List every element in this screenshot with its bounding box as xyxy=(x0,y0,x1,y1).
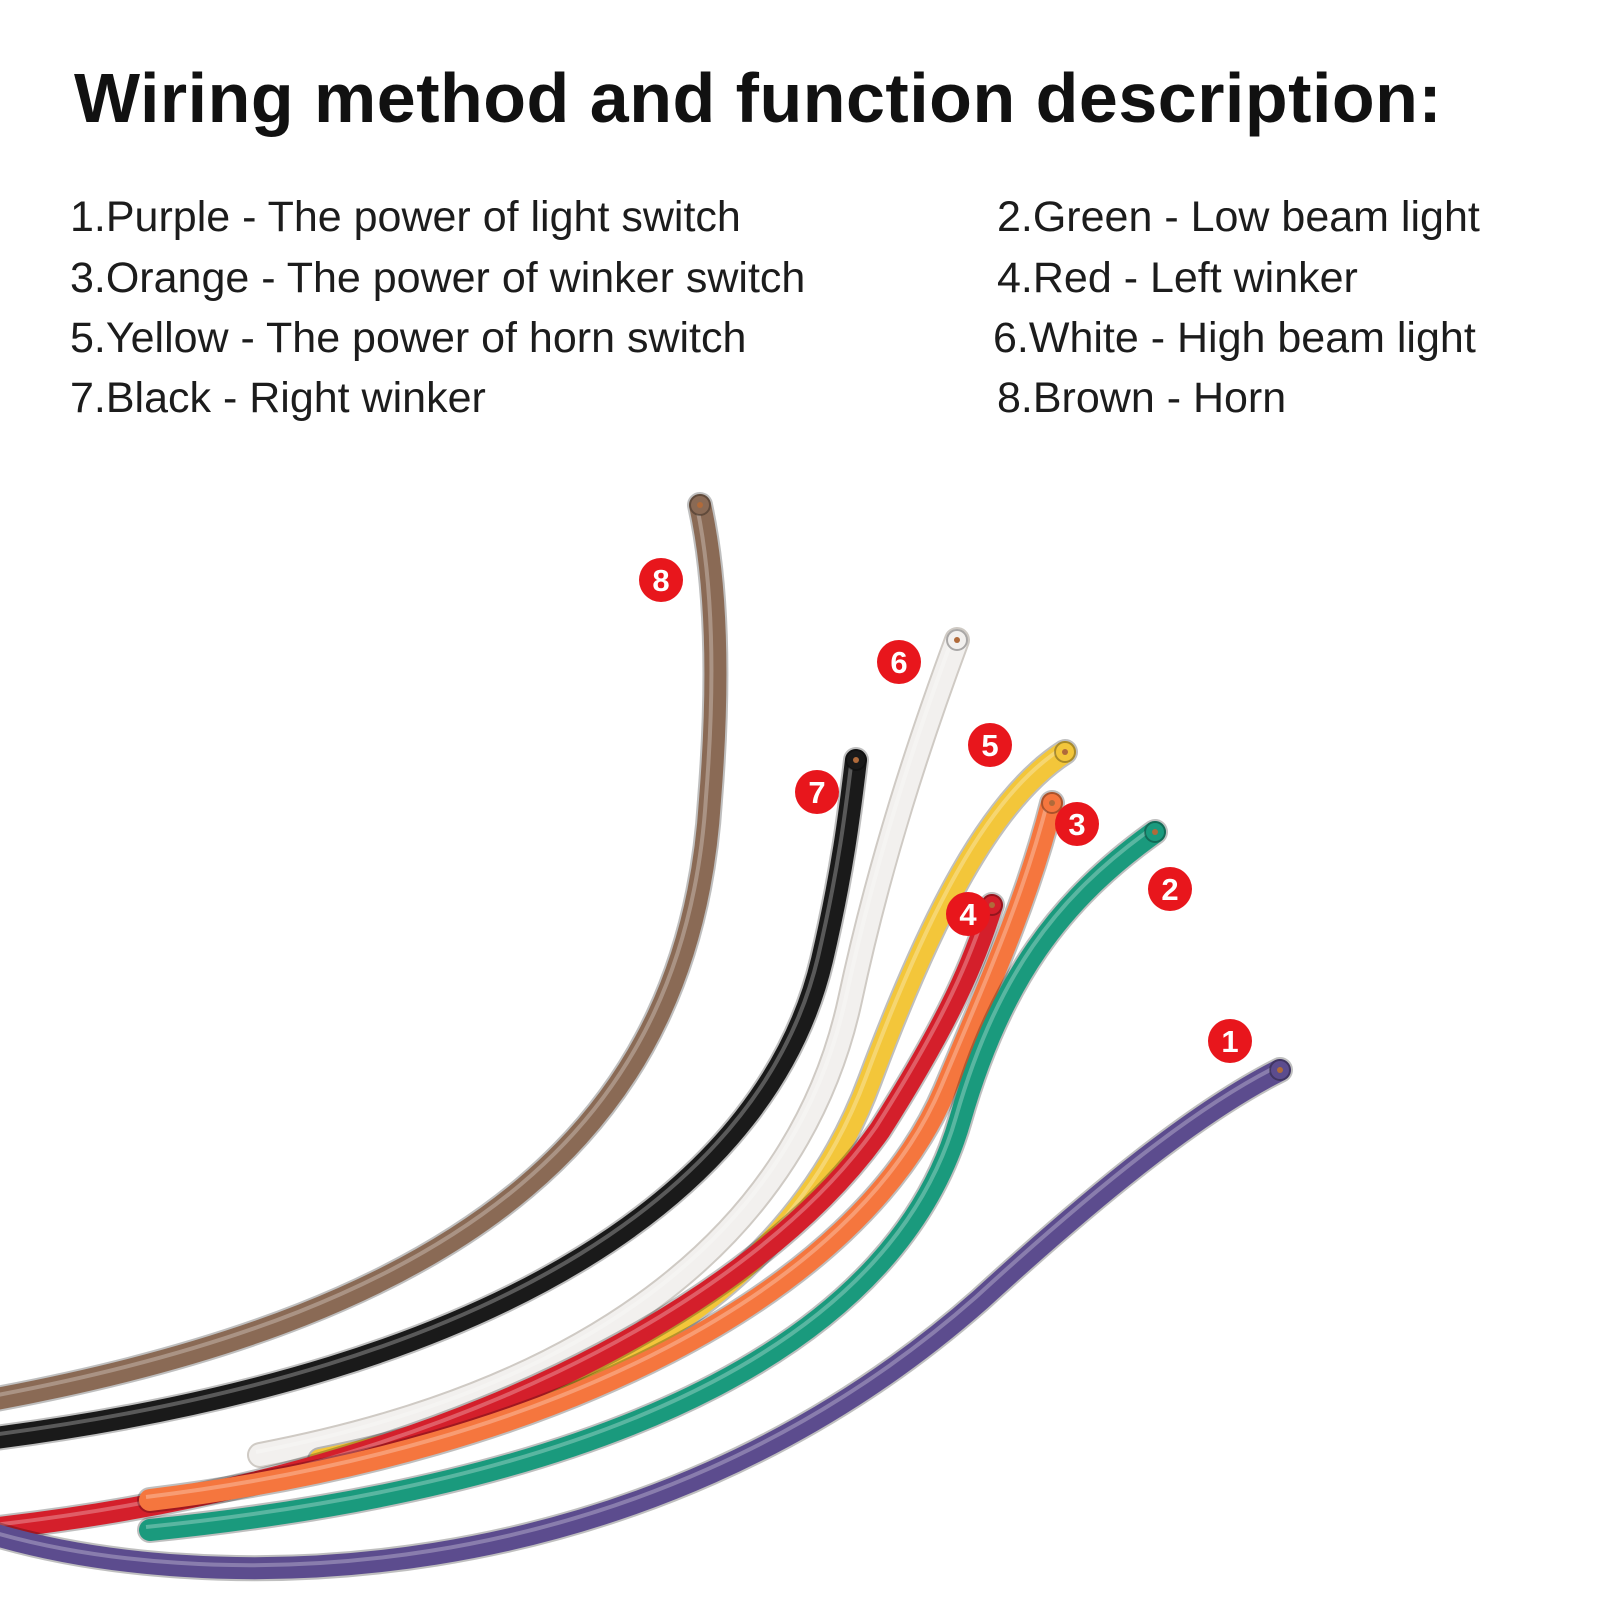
badge-number: 7 xyxy=(808,775,825,810)
badge-number: 8 xyxy=(652,563,669,598)
wire-white-highlight xyxy=(255,636,955,1454)
badge-2: 2 xyxy=(1148,867,1192,911)
wire-orange-copper-core xyxy=(1049,800,1055,806)
wire-black xyxy=(0,749,867,1449)
wire-orange-highlight xyxy=(145,799,1050,1499)
legend-item-purple: 1.Purple - The power of light switch xyxy=(70,193,741,241)
badge-circle xyxy=(1208,1019,1252,1063)
badges-group: 8 7 6 5 4 3 2 1 xyxy=(639,558,1252,1063)
badge-number: 6 xyxy=(890,645,907,680)
wire-green-highlight xyxy=(145,827,1153,1529)
wires-group xyxy=(0,492,1293,1582)
wire-purple-highlight xyxy=(0,1065,1277,1568)
wire-brown-outline xyxy=(0,492,729,1412)
badge-number: 3 xyxy=(1068,807,1085,842)
page-title: Wiring method and function description: xyxy=(74,59,1443,137)
wire-green-copper-core xyxy=(1152,829,1158,835)
wire-orange xyxy=(139,792,1063,1511)
badge-circle xyxy=(968,723,1012,767)
badge-8: 8 xyxy=(639,558,683,602)
wire-purple-copper-core xyxy=(1277,1067,1283,1073)
wire-yellow-copper-core xyxy=(1062,749,1068,755)
badge-7: 7 xyxy=(795,770,839,814)
legend-item-red: 4.Red - Left winker xyxy=(997,254,1358,302)
badge-4: 4 xyxy=(946,892,990,936)
legend-item-brown: 8.Brown - Horn xyxy=(997,374,1287,422)
legend-item-white: 6.White - High beam light xyxy=(993,314,1476,362)
legend-item-orange: 3.Orange - The power of winker switch xyxy=(70,254,806,302)
badge-circle xyxy=(795,770,839,814)
badge-circle xyxy=(877,640,921,684)
legend-item-green: 2.Green - Low beam light xyxy=(997,193,1480,241)
wire-purple xyxy=(0,1059,1291,1580)
legend-item-yellow: 5.Yellow - The power of horn switch xyxy=(70,314,747,362)
wire-green xyxy=(139,821,1166,1541)
badge-number: 5 xyxy=(981,728,998,763)
wire-black-copper-core xyxy=(853,757,859,763)
badge-circle xyxy=(946,892,990,936)
badge-circle xyxy=(639,558,683,602)
badge-number: 1 xyxy=(1221,1024,1238,1059)
legend-item-black: 7.Black - Right winker xyxy=(70,374,486,422)
wire-white-copper-core xyxy=(954,637,960,643)
badge-number: 4 xyxy=(959,897,977,932)
wire-black-highlight xyxy=(0,756,854,1436)
wire-brown-copper-core xyxy=(697,502,703,508)
badge-3: 3 xyxy=(1055,802,1099,846)
badge-5: 5 xyxy=(968,723,1012,767)
wire-brown xyxy=(0,494,727,1410)
badge-circle xyxy=(1055,802,1099,846)
badge-1: 1 xyxy=(1208,1019,1252,1063)
wire-white xyxy=(249,629,968,1466)
wire-red-copper-core xyxy=(989,902,995,908)
wire-brown-highlight xyxy=(0,501,714,1397)
badge-circle xyxy=(1148,867,1192,911)
badge-number: 2 xyxy=(1161,872,1178,907)
badge-6: 6 xyxy=(877,640,921,684)
